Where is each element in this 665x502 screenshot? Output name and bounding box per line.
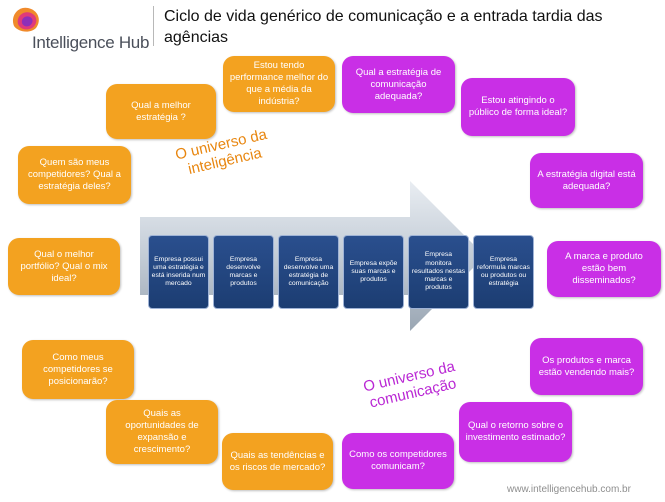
question-bubble-communication-strategy: Qual a estratégia de comunicação adequad… xyxy=(342,56,455,113)
stage-1: Empresa possui uma estratégia e está ins… xyxy=(148,235,209,309)
question-bubble-roi: Qual o retorno sobre o investimento esti… xyxy=(459,402,572,462)
footer-url: www.intelligencehub.com.br xyxy=(507,484,631,495)
question-bubble-competitors: Quem são meus competidores? Qual a estra… xyxy=(18,146,131,204)
intelligence-hub-logo: Intelligence Hub xyxy=(8,4,150,52)
question-bubble-sales: Os produtos e marca estão vendendo mais? xyxy=(530,338,643,395)
question-bubble-brand-dissemination: A marca e produto estão bem disseminados… xyxy=(547,241,661,297)
question-bubble-competitor-positioning: Como meus competidores se posicionarão? xyxy=(22,340,134,399)
question-bubble-digital-strategy: A estratégia digital está adequada? xyxy=(530,153,643,208)
logo-swirl-icon xyxy=(12,7,39,32)
question-bubble-expansion: Quais as oportunidades de expansão e cre… xyxy=(106,400,218,464)
stage-6: Empresa reformula marcas ou produtos ou … xyxy=(473,235,534,309)
question-bubble-best-strategy: Qual a melhor estratégia ? xyxy=(106,84,216,139)
question-bubble-performance: Estou tendo performance melhor do que a … xyxy=(223,56,335,112)
stage-4: Empresa expõe suas marcas e produtos xyxy=(343,235,404,309)
universe-communication-label: O universo da comunicação xyxy=(361,357,458,412)
question-bubble-competitor-communication: Como os competidores comunicam? xyxy=(342,433,454,489)
stage-2: Empresa desenvolve marcas e produtos xyxy=(213,235,274,309)
stage-3: Empresa desenvolve uma estratégia de com… xyxy=(278,235,339,309)
page-title: Ciclo de vida genérico de comunicação e … xyxy=(164,8,603,46)
question-bubble-audience: Estou atingindo o público de forma ideal… xyxy=(461,78,575,136)
question-bubble-market-risks: Quais as tendências e os riscos de merca… xyxy=(222,433,333,490)
header-divider xyxy=(153,6,154,46)
stage-5: Empresa monitora resultados nestas marca… xyxy=(408,235,469,309)
question-bubble-portfolio: Qual o melhor portfólio? Qual o mix idea… xyxy=(8,238,120,295)
logo-text: Intelligence Hub xyxy=(32,33,150,52)
